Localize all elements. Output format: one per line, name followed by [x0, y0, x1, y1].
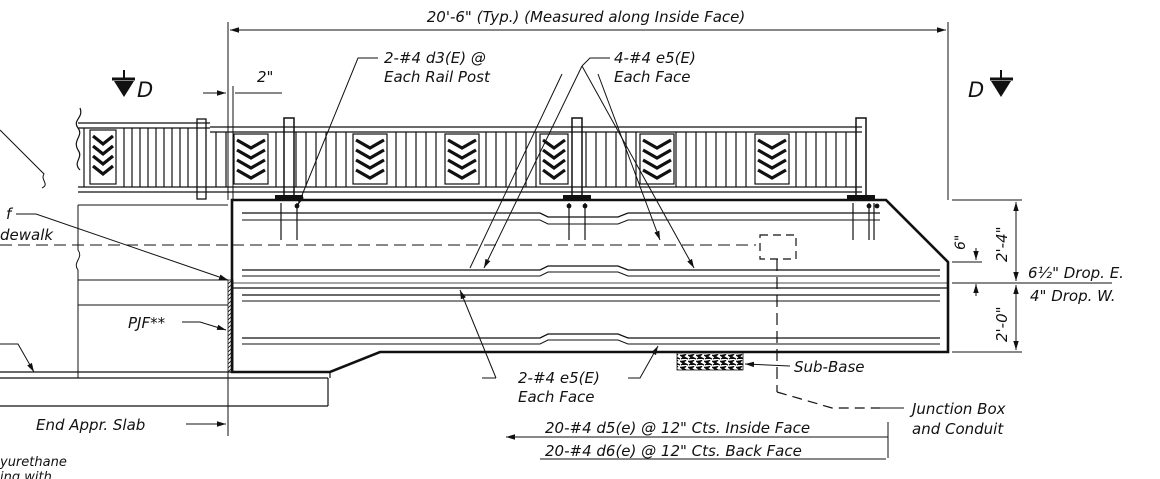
- callout-d3-line2: Each Rail Post: [384, 68, 491, 86]
- dim-two-four: 2'-4": [993, 226, 1011, 262]
- right-dimensions: 6" 2'-4" 2'-0" 6½" Drop. E. 4" Drop. W.: [952, 199, 1124, 353]
- overall-dimension-text: 20'-6" (Typ.) (Measured along Inside Fac…: [427, 8, 745, 26]
- sub-base-gravel: [676, 352, 744, 371]
- callout-end-slab-text: End Appr. Slab: [36, 416, 145, 434]
- bottom-note-line1: yurethane: [0, 455, 67, 470]
- callout-e5-top-line1: 4-#4 e5(E): [614, 49, 696, 67]
- callout-junction: Junction Box and Conduit: [909, 400, 1006, 438]
- callout-d5-d6: 20-#4 d5(e) @ 12" Cts. Inside Face 20-#4…: [506, 419, 889, 460]
- callout-sub-base-text: Sub-Base: [794, 358, 865, 376]
- drop-east-label: 6½" Drop. E.: [1028, 264, 1124, 282]
- callout-e5-bottom-line2: Each Face: [518, 388, 595, 406]
- pjf-hatch: [227, 279, 234, 373]
- callout-left-top: [0, 129, 46, 189]
- callout-pjf-text: PJF**: [128, 314, 166, 332]
- drop-west-label: 4" Drop. W.: [1030, 287, 1116, 305]
- callout-d6-text: 20-#4 d6(e) @ 12" Cts. Back Face: [545, 442, 802, 460]
- callout-left-f: f: [6, 205, 14, 223]
- reinforcement: [232, 203, 940, 345]
- section-mark-right: D: [968, 70, 1013, 102]
- callout-d3: 2-#4 d3(E) @ Each Rail Post: [297, 49, 491, 206]
- gap-dimension-text: 2": [257, 68, 273, 86]
- concrete-body: [0, 198, 950, 436]
- bottom-note-line2: ing with: [0, 470, 52, 479]
- callout-junction-line2: and Conduit: [912, 420, 1004, 438]
- section-mark-left-letter: D: [137, 78, 153, 102]
- callout-sub-base: Sub-Base: [744, 358, 865, 376]
- existing-rail-pickets: [83, 128, 189, 187]
- callout-junction-line1: Junction Box: [909, 400, 1006, 418]
- callout-e5-bottom: 2-#4 e5(E) Each Face: [459, 289, 659, 406]
- dim-six-inch: 6": [953, 235, 969, 250]
- callout-end-slab: End Appr. Slab: [36, 416, 226, 434]
- dim-two-zero: 2'-0": [993, 306, 1011, 342]
- gap-dimension: 2": [203, 68, 282, 200]
- new-rail-pickets: [215, 132, 847, 187]
- callout-left-sidewalk: dewalk: [0, 226, 54, 244]
- bottom-note: yurethane ing with: [0, 455, 67, 479]
- junction-box: [676, 234, 904, 409]
- section-mark-right-letter: D: [968, 78, 984, 102]
- section-mark-left: D: [112, 70, 153, 102]
- new-rail: [210, 117, 875, 201]
- callout-d5-text: 20-#4 d5(e) @ 12" Cts. Inside Face: [545, 419, 810, 437]
- callout-e5-top: 4-#4 e5(E) Each Face: [483, 49, 696, 269]
- callout-left-bottom: [0, 343, 35, 373]
- callout-e5-top-line2: Each Face: [614, 68, 691, 86]
- callout-e5-bottom-line1: 2-#4 e5(E): [518, 369, 600, 387]
- callout-e5-top-long: [469, 73, 661, 269]
- callout-pjf: PJF**: [128, 314, 227, 332]
- callout-d3-line1: 2-#4 d3(E) @: [384, 49, 486, 67]
- callout-left-sidewalk: f dewalk: [0, 205, 229, 281]
